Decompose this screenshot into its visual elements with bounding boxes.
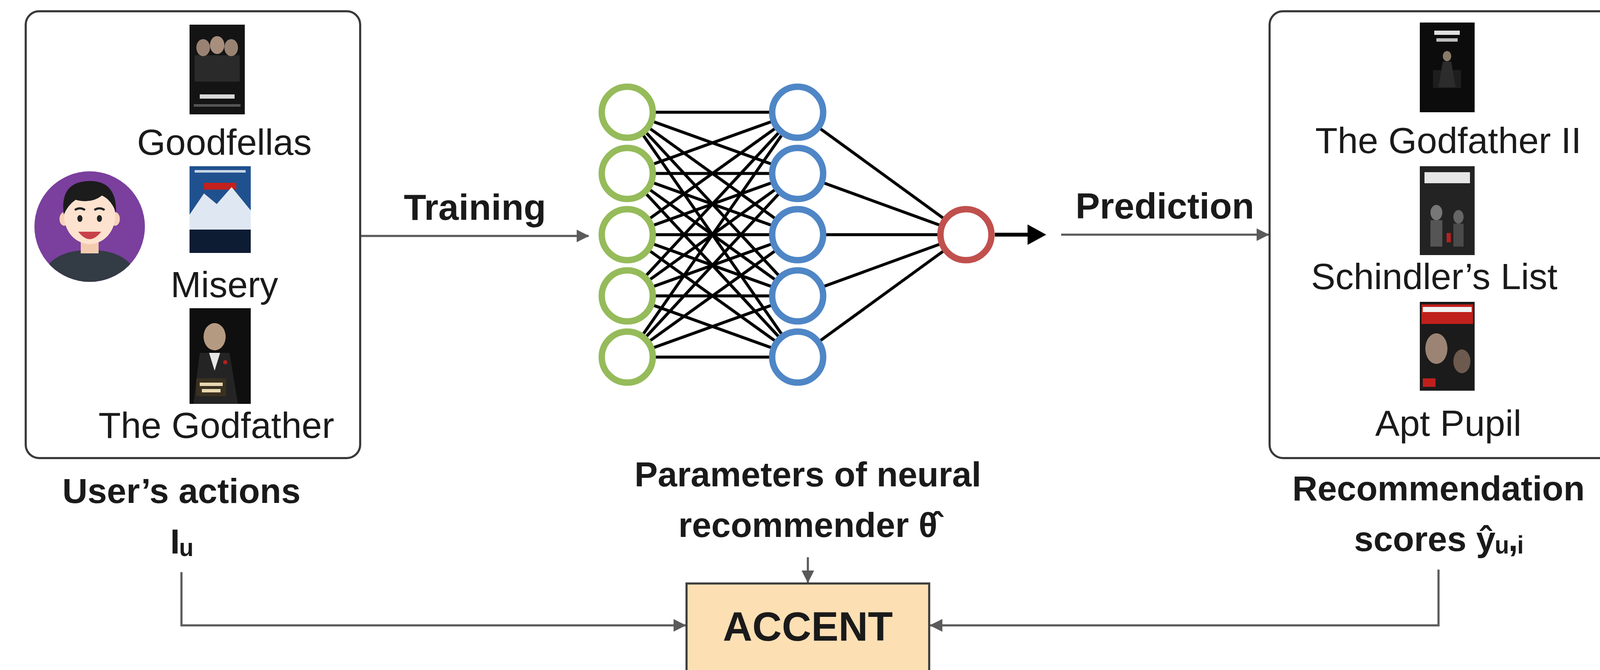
- poster-face: [209, 36, 225, 54]
- apt-pupil-poster: [1419, 301, 1475, 391]
- poster-ground-dark: [189, 229, 251, 253]
- poster-red-coat: [1446, 232, 1451, 243]
- output-neuron: [940, 209, 992, 261]
- poster-figure: [1453, 223, 1464, 247]
- poster-figures: [194, 55, 240, 82]
- poster-ground: [1419, 301, 1475, 391]
- edge-label: Training: [400, 185, 550, 230]
- poster-rating-mark: [1422, 378, 1436, 387]
- poster-face: [196, 39, 210, 57]
- movie-title: Misery: [170, 262, 278, 307]
- poster-credits: [193, 104, 241, 107]
- connector-arrow: [361, 235, 589, 238]
- poster-title-band: [1422, 306, 1472, 312]
- poster-ground: [1419, 166, 1475, 255]
- poster-ground: [189, 166, 251, 253]
- hidden-neuron: [772, 86, 824, 138]
- movie-title: The Godfather II: [1315, 118, 1582, 163]
- poster-face: [1425, 333, 1448, 364]
- input-neuron: [601, 86, 653, 138]
- accent-label: ACCENT: [722, 601, 893, 651]
- accent-box: ACCENT: [685, 582, 931, 670]
- goodfellas-poster: [189, 24, 245, 115]
- user-avatar: [34, 171, 145, 289]
- output-arrow-head: [1027, 224, 1047, 245]
- input-layer: [601, 86, 653, 383]
- output-arrow-line: [994, 232, 1033, 237]
- movie-title: Schindler’s List: [1311, 254, 1558, 299]
- poster-title-bar: [199, 382, 223, 386]
- poster-face: [224, 39, 238, 57]
- poster-figure: [1438, 61, 1456, 88]
- poster-title-bar: [1436, 38, 1458, 42]
- hidden-neuron: [772, 270, 824, 322]
- box-caption: User’s actions Iᵤ: [53, 465, 309, 567]
- hidden-neuron: [772, 147, 824, 199]
- poster-title-bar: [1434, 30, 1460, 35]
- hidden-layer: [772, 86, 824, 383]
- avatar-figure: [38, 181, 141, 289]
- input-neuron: [601, 147, 653, 199]
- movie-title: The Godfather: [98, 403, 335, 448]
- poster-credits: [194, 169, 246, 173]
- hidden-neuron: [772, 209, 824, 261]
- poster-face: [1453, 349, 1471, 374]
- connector-arrow: [930, 569, 1439, 626]
- misery-poster: [189, 166, 251, 253]
- hidden-neuron: [772, 331, 824, 383]
- box-caption: Recommendation scores ŷᵤ,ᵢ: [1285, 463, 1592, 565]
- poster-face: [1430, 204, 1443, 221]
- connector-arrow: [1061, 233, 1269, 236]
- neural-recommender: Parameters of neural recommender θ̂: [588, 76, 1062, 553]
- poster-face: [1453, 209, 1464, 224]
- poster-ground: [189, 24, 245, 115]
- parameters-caption: Parameters of neural recommender θ̂: [595, 449, 1021, 551]
- input-neuron: [601, 270, 653, 322]
- recommendation-box: The Godfather II Schindler’s ListApt Pupi…: [1268, 10, 1600, 459]
- avatar-eye: [77, 215, 83, 222]
- godfather-ii-poster: [1419, 22, 1475, 113]
- poster-suit: [193, 352, 238, 404]
- poster-flower: [223, 359, 228, 365]
- poster-ground: [189, 308, 251, 404]
- avatar-shirt: [38, 249, 141, 289]
- poster-face: [203, 322, 226, 351]
- poster-ground: [1419, 22, 1475, 113]
- poster-title-block: [196, 378, 227, 397]
- avatar-mouth: [78, 231, 102, 240]
- avatar-eye: [96, 215, 102, 222]
- input-neuron: [601, 209, 653, 261]
- poster-shirt: [209, 352, 221, 371]
- neural-network: [601, 86, 1047, 383]
- user-actions-box: GoodfellasMiseryThe GodfatherUser’s acti…: [24, 10, 362, 459]
- connector-arrow: [807, 557, 810, 583]
- poster-title-band: [1424, 172, 1470, 184]
- avatar-eyebrow: [74, 208, 85, 210]
- input-neuron: [601, 331, 653, 383]
- connector-arrow: [181, 572, 686, 626]
- avatar-eyebrow: [94, 208, 105, 210]
- poster-title-bar: [199, 94, 235, 99]
- movie-title: Goodfellas: [136, 120, 312, 165]
- poster-face: [1442, 50, 1452, 62]
- poster-title-banner: [1421, 304, 1473, 324]
- edge-label: Prediction: [1072, 184, 1258, 228]
- poster-mountains: [189, 186, 251, 230]
- movie-title: Apt Pupil: [1375, 401, 1522, 445]
- poster-figure: [1430, 220, 1443, 247]
- poster-title-bar: [201, 388, 221, 393]
- godfather-poster: [189, 308, 251, 404]
- avatar-hair: [63, 181, 117, 215]
- network-connections: [627, 112, 966, 357]
- schindlers-list-poster: [1419, 166, 1475, 255]
